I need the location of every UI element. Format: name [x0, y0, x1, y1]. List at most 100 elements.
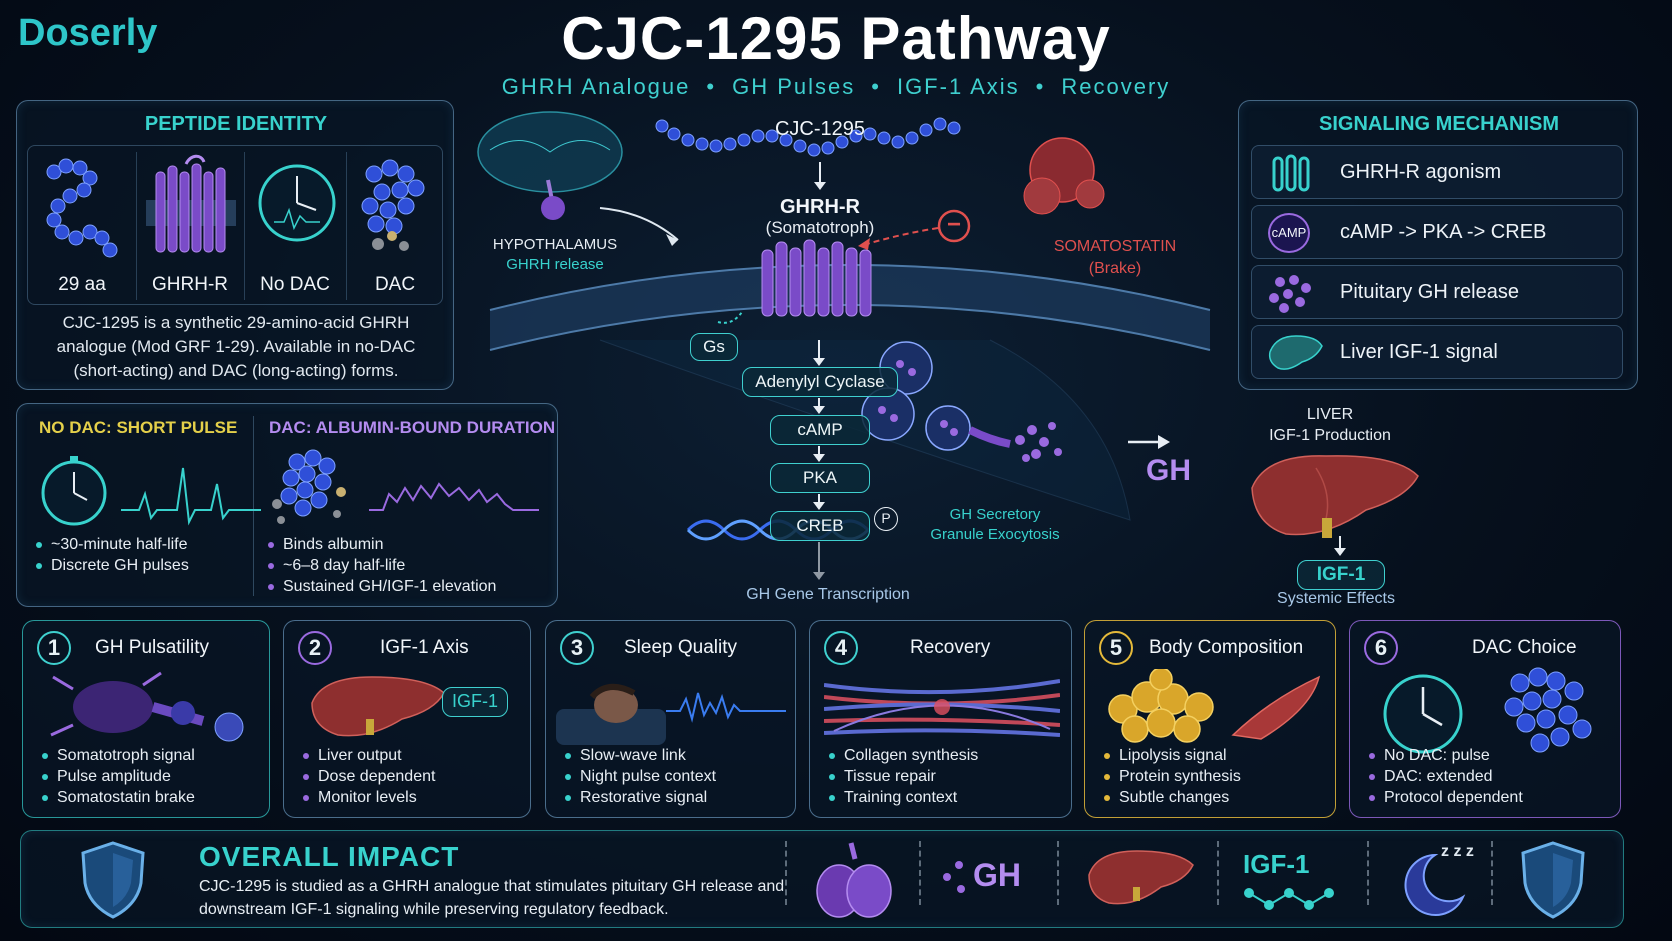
identity-label-ghrhr: GHRH-R — [152, 274, 228, 295]
impact-title: OVERALL IMPACT — [199, 841, 460, 872]
receptor-icon — [146, 154, 236, 253]
card-number: 2 — [298, 631, 332, 665]
hypothalamus-label: HYPOTHALAMUS — [492, 236, 618, 253]
card-number: 6 — [1364, 631, 1398, 665]
liver-icon — [1251, 455, 1419, 538]
identity-description: CJC-1295 is a synthetic 29-amino-acid GH… — [56, 313, 416, 380]
card-bullets: Somatotroph signal Pulse amplitude Somat… — [39, 745, 195, 808]
page-subtitle: GHRH Analogue•GH Pulses•IGF-1 Axis•Recov… — [501, 74, 1171, 99]
subtitle-item-gh: GH Pulses — [732, 74, 856, 99]
clock-icon — [258, 164, 336, 242]
card-recovery: 4 Recovery Collagen synthesis Tissue rep… — [809, 620, 1072, 818]
card-title: IGF-1 Axis — [380, 637, 469, 658]
dac-title: DAC: ALBUMIN-BOUND DURATION — [269, 418, 556, 437]
liver-icon — [1088, 850, 1194, 905]
card-bullet: Restorative signal — [562, 787, 716, 808]
igf1-node: IGF-1 — [1297, 560, 1385, 590]
camp-icon: cAMP — [1268, 213, 1310, 253]
card-bullet: DAC: extended — [1366, 766, 1523, 787]
dac-bullets: Binds albumin ~6–8 day half-life Sustain… — [265, 534, 496, 597]
pathway-diagram — [477, 111, 1211, 541]
card-bullet: No DAC: pulse — [1366, 745, 1523, 766]
cell-membrane — [490, 265, 1210, 350]
subtitle-item-recovery: Recovery — [1061, 74, 1171, 99]
igf1-badge: IGF-1 — [442, 687, 508, 717]
somatostatin-sublabel: (Brake) — [1088, 260, 1142, 277]
moon-icon — [1404, 853, 1466, 916]
duration-panel: NO DAC: SHORT PULSE ~30-minute half-life… — [16, 403, 558, 607]
shield-icon — [81, 841, 145, 919]
dac-bullet: Binds albumin — [265, 534, 496, 555]
card-title: GH Pulsatility — [95, 637, 210, 658]
peptide-label: CJC-1295 — [774, 118, 866, 140]
dac-bullet: ~6–8 day half-life — [265, 555, 496, 576]
card-bullets: Lipolysis signal Protein synthesis Subtl… — [1101, 745, 1241, 808]
card-title: Sleep Quality — [624, 637, 738, 658]
gene-transcription-label: GH Gene Transcription — [746, 586, 910, 603]
creb-node: CREB — [770, 511, 870, 541]
signaling-mechanism-panel: SIGNALING MECHANISM GHRH-R agonism cAMP … — [1238, 100, 1638, 390]
mech-row-liver: Liver IGF-1 signal — [1251, 325, 1623, 379]
mech-label: Pituitary GH release — [1340, 281, 1519, 303]
brand-logo: Doserly — [18, 12, 158, 54]
granules-icon — [1269, 275, 1311, 313]
card-bullet: Dose dependent — [300, 766, 435, 787]
card-bullet: Somatotroph signal — [39, 745, 195, 766]
card-bullets: Liver output Dose dependent Monitor leve… — [300, 745, 435, 808]
card-title: Recovery — [910, 637, 991, 658]
mech-row-gh-release: Pituitary GH release — [1251, 265, 1623, 319]
card-number: 1 — [37, 631, 71, 665]
card-gh-pulsatility: 1 GH Pulsatility Somatotroph signal Puls… — [22, 620, 270, 818]
impact-text: CJC-1295 is studied as a GHRH analogue t… — [199, 878, 785, 918]
shield-icon — [1521, 841, 1585, 919]
identity-label-nodac: No DAC — [260, 274, 330, 295]
nodac-bullet: ~30-minute half-life — [33, 534, 189, 555]
albumin-complex-icon — [272, 449, 346, 524]
pka-node: PKA — [770, 463, 870, 493]
card-number: 5 — [1099, 631, 1133, 665]
identity-label-aa: 29 aa — [58, 274, 106, 295]
overall-impact-panel: OVERALL IMPACT CJC-1295 is studied as a … — [20, 830, 1624, 928]
card-bullets: Slow-wave link Night pulse context Resto… — [562, 745, 716, 808]
card-body-composition: 5 Body Composition Lipolysis signal Prot… — [1084, 620, 1336, 818]
card-bullet: Pulse amplitude — [39, 766, 195, 787]
card-bullet: Slow-wave link — [562, 745, 716, 766]
card-number: 3 — [560, 631, 594, 665]
impact-igf-label: IGF-1 — [1243, 849, 1310, 879]
clock-icon — [1383, 674, 1463, 754]
receptor-sublabel: (Somatotroph) — [765, 218, 875, 237]
nodac-bullets: ~30-minute half-life Discrete GH pulses — [33, 534, 189, 576]
card-sleep-quality: 3 Sleep Quality Slow-wave link Night pul… — [545, 620, 796, 818]
pituitary-pulse-icon — [50, 671, 244, 742]
dac-complex-icon — [361, 159, 425, 251]
fat-muscle-icon — [1108, 669, 1321, 743]
nodac-title: NO DAC: SHORT PULSE — [39, 418, 238, 437]
igf1-sublabel: Systemic Effects — [1277, 590, 1395, 607]
card-bullet: Night pulse context — [562, 766, 716, 787]
stopwatch-icon — [41, 456, 107, 526]
sustained-wave-icon — [369, 482, 539, 511]
somatostatin-label: SOMATOSTATIN — [1053, 238, 1177, 255]
camp-node: cAMP — [770, 415, 870, 445]
card-number: 4 — [824, 631, 858, 665]
muscle-fibers-icon — [824, 679, 1060, 737]
impact-zzz: z z z — [1441, 843, 1474, 860]
gh-molecule-icon — [943, 857, 971, 897]
hypothalamus-icon — [477, 111, 623, 220]
hypothalamus-arrow — [599, 207, 679, 241]
card-bullet: Tissue repair — [826, 766, 978, 787]
pulse-wave-icon — [121, 467, 261, 526]
peptide-identity-title: PEPTIDE IDENTITY — [144, 113, 328, 135]
liver-sublabel: IGF-1 Production — [1269, 427, 1391, 444]
card-title: Body Composition — [1149, 637, 1304, 658]
mech-label: cAMP -> PKA -> CREB — [1340, 221, 1547, 243]
somatostatin-cell-icon — [1023, 137, 1105, 215]
pituitary-icon — [816, 842, 892, 918]
gs-protein-node: Gs — [690, 333, 738, 361]
mech-label: GHRH-R agonism — [1340, 161, 1502, 183]
gh-molecules-icon — [1015, 422, 1062, 462]
card-bullet: Protein synthesis — [1101, 766, 1241, 787]
liver-icon — [1268, 335, 1323, 370]
card-bullets: No DAC: pulse DAC: extended Protocol dep… — [1366, 745, 1523, 808]
peptide-chain-icon — [655, 117, 961, 157]
